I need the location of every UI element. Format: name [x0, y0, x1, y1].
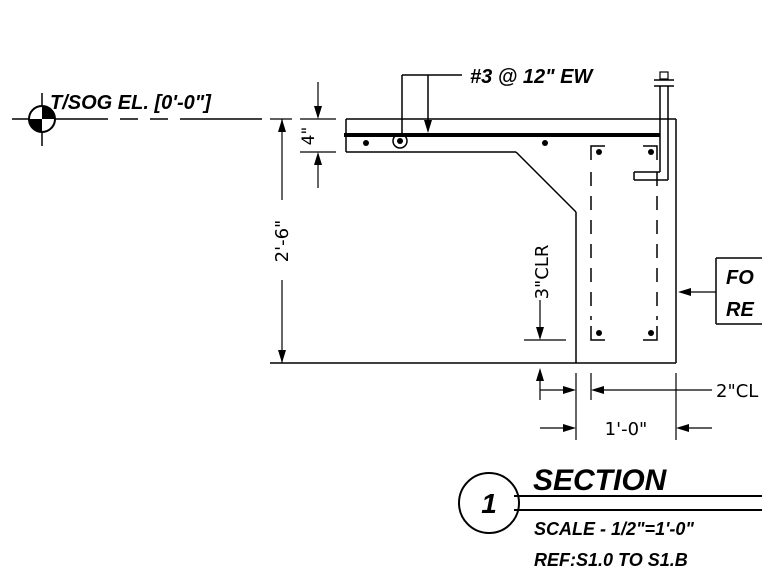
- elevation-label: T/SOG EL. [0'-0"]: [50, 92, 212, 114]
- section-reference: REF:S1.0 TO S1.B: [534, 550, 688, 570]
- bottom-cover-dimension: [524, 300, 566, 341]
- elevation-marker: [12, 93, 262, 146]
- section-scale: SCALE - 1/2"=1'-0": [534, 519, 694, 539]
- footing-depth-dimension: [270, 118, 292, 363]
- slab-thickness-label: 4": [299, 127, 319, 146]
- slab-thickness-dimension: [300, 82, 336, 188]
- anchor-bolt: [633, 71, 674, 181]
- slab-rebar: [344, 133, 660, 149]
- note-box-line2: RE: [726, 299, 754, 321]
- section-title-block: [458, 472, 762, 534]
- section-title: SECTION: [533, 464, 668, 497]
- bottom-cover-label: 3"CLR: [532, 245, 553, 300]
- side-cover-label: 2"CL: [716, 381, 758, 402]
- rebar-callout: #3 @ 12" EW: [470, 66, 594, 88]
- note-box-line1: FO: [726, 267, 754, 289]
- note-box: [678, 257, 762, 325]
- section-number: 1: [481, 488, 497, 519]
- footing-width-label: 1'-0": [605, 419, 648, 440]
- width-dimension: [536, 368, 712, 440]
- footing-cage: [590, 145, 658, 341]
- rebar-leader: [401, 74, 462, 133]
- concrete-outline: [270, 118, 677, 364]
- footing-depth-label: 2'-6": [272, 220, 293, 263]
- section-number-circle: [458, 472, 520, 534]
